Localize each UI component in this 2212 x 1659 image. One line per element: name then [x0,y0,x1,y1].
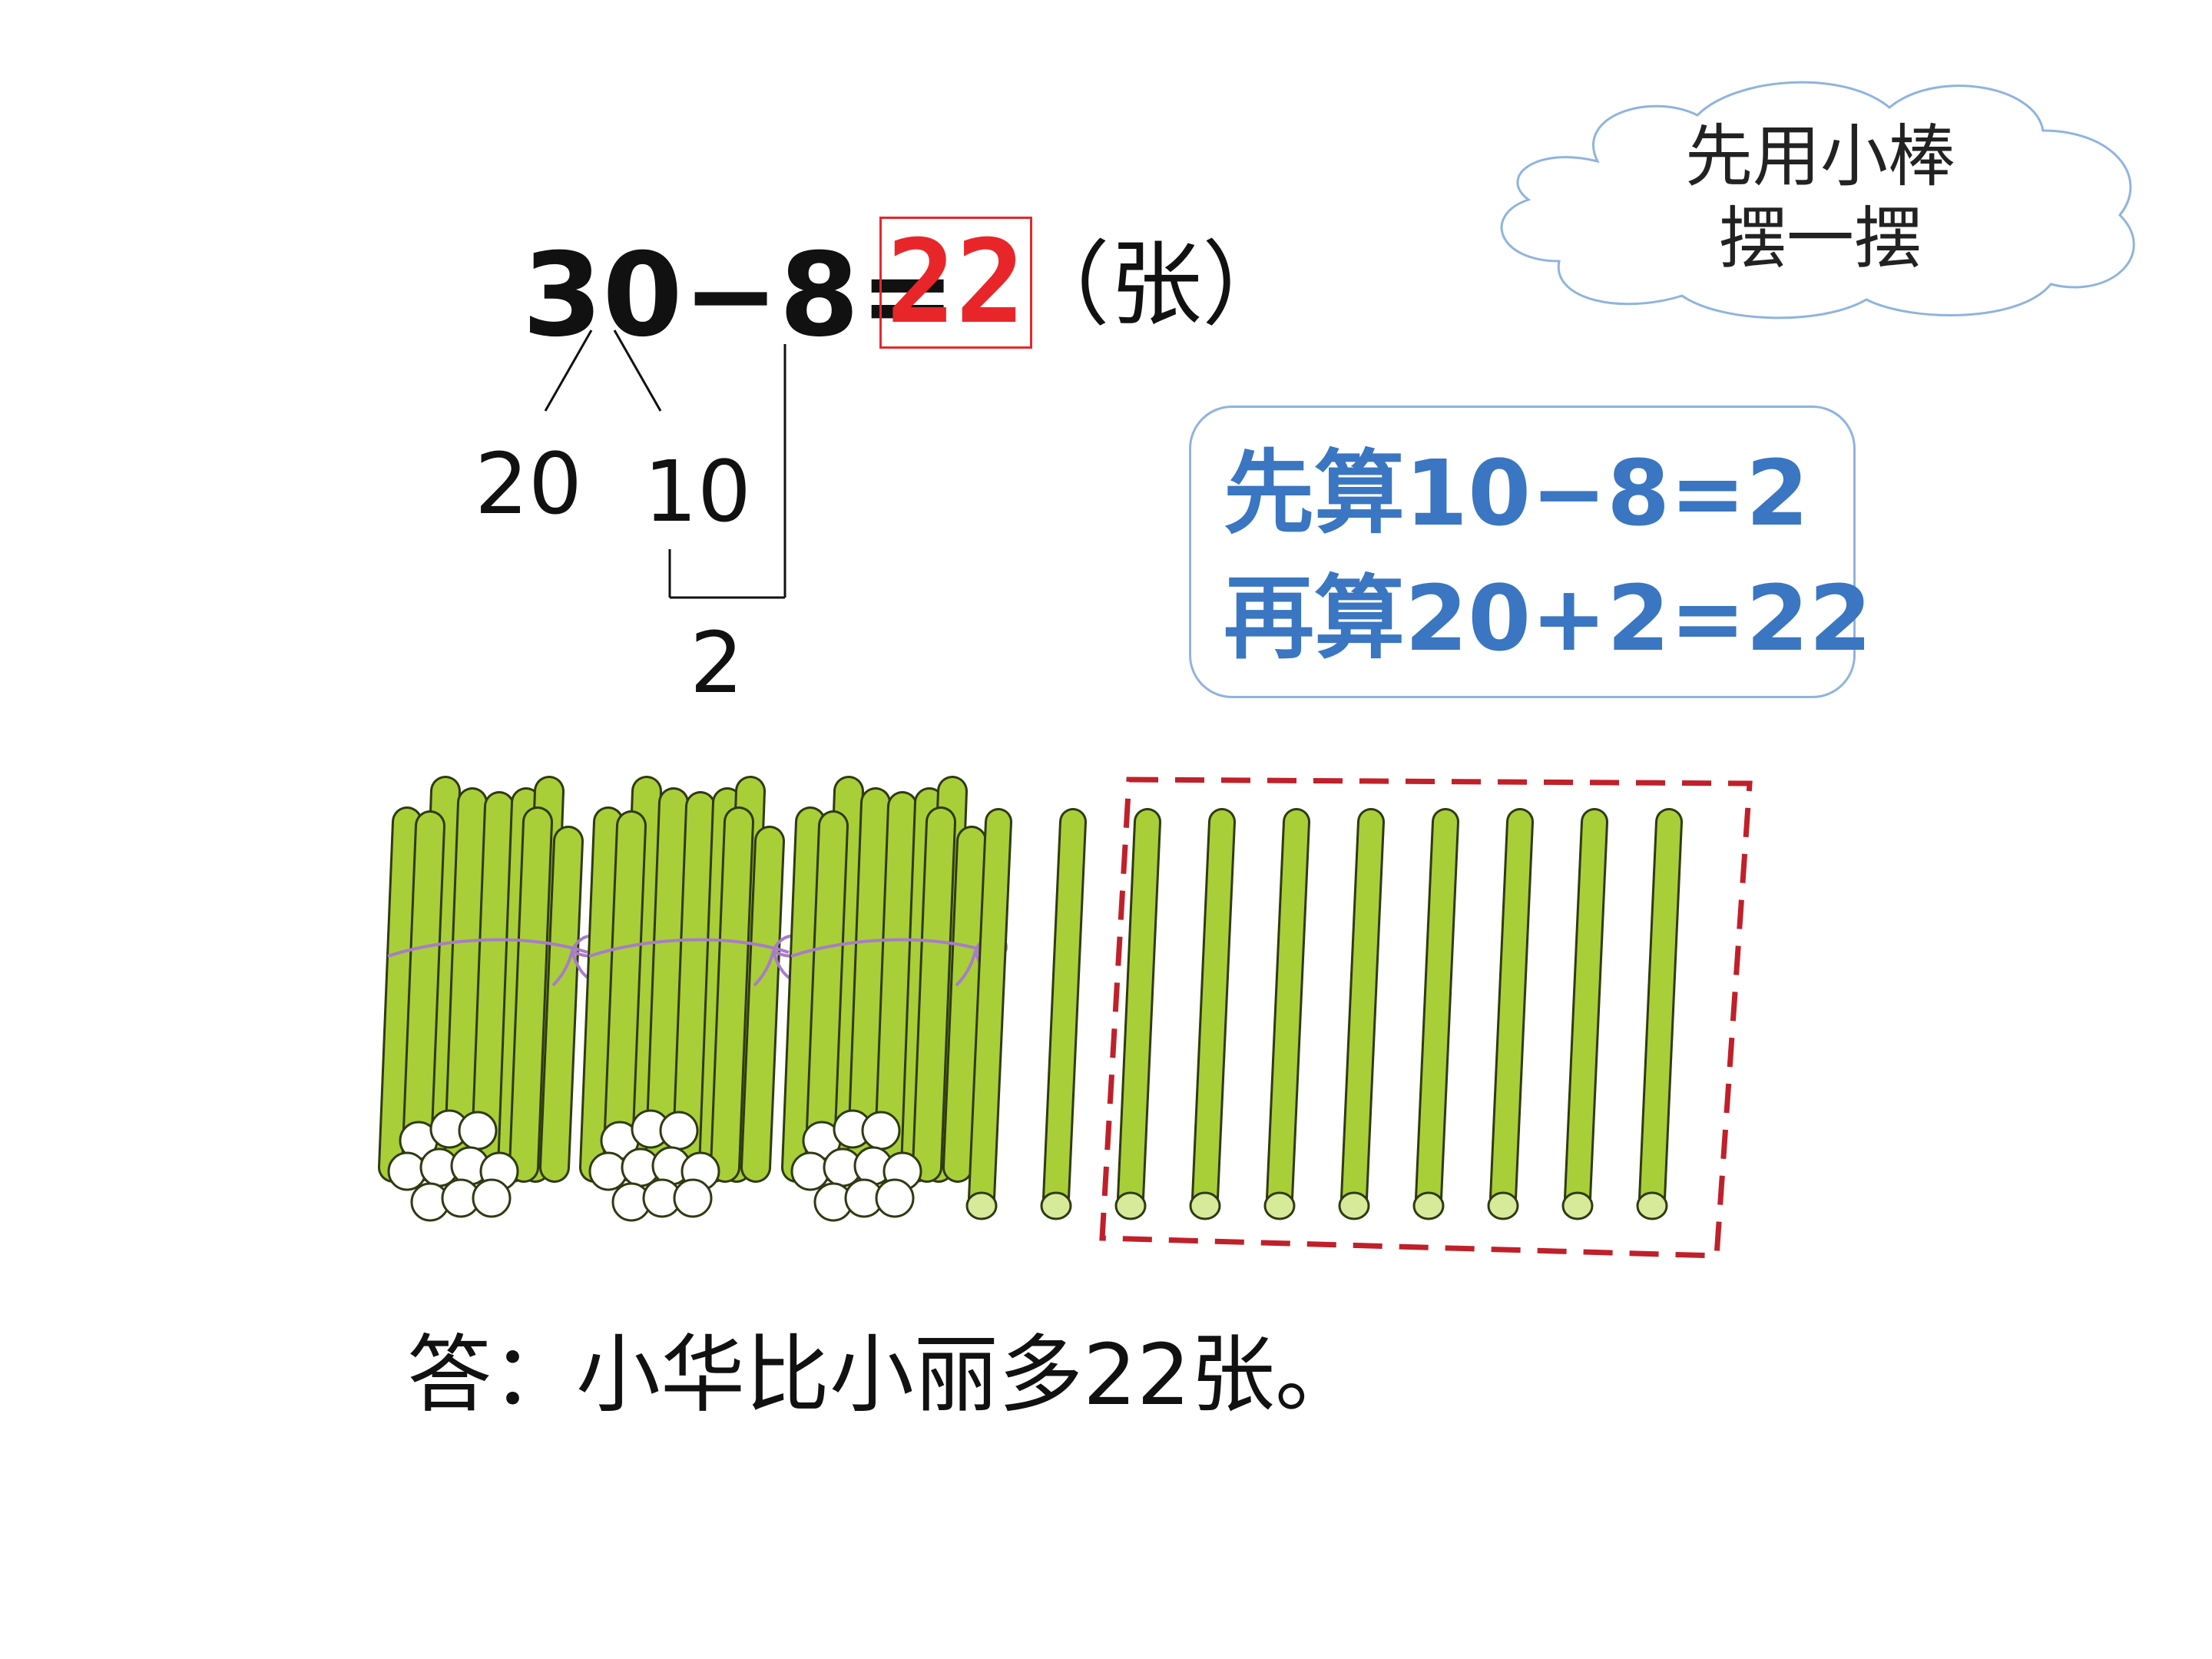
bundle-stick-end [861,1111,901,1151]
hint-line-1: 先算10−8=2 [1224,440,1810,546]
bundle-stick [743,828,783,1181]
bundle-stick [783,809,823,1181]
bundle-stick [806,813,846,1181]
loose-stick-end [1561,1191,1594,1220]
loose-stick [1566,810,1606,1210]
sticks-illustration [378,776,1753,1259]
equation-result-box: 22 [879,217,1032,349]
bundle-stick [604,813,644,1181]
bundle-stick [541,828,581,1181]
bundle-stick [945,828,985,1181]
bundle-stick-end [387,1151,427,1191]
cloud-shape [1500,81,2135,320]
equation-expression: 30−8= [522,229,956,363]
bundle-stick-end [673,1178,713,1218]
loose-stick-end [1114,1191,1147,1220]
loose-stick-end [1040,1191,1072,1220]
bundle-stick [712,809,752,1181]
loose-stick-end [1263,1191,1296,1220]
part-b: 10 [644,442,751,541]
bundle-stick [511,809,551,1181]
bundle-string [387,938,588,958]
bundle-stick [581,809,621,1181]
bundle-stick-end [875,1178,915,1218]
bundle-stick-end [458,1111,498,1151]
loose-stick-end [1412,1191,1445,1220]
equation-unit: （张） [1018,232,1294,339]
loose-stick [1119,810,1159,1210]
cloud-line-1: 先用小棒 [1684,117,1955,196]
bundle-stick-end [790,1151,830,1191]
bundle-string [588,938,790,958]
bundle-stick [876,793,916,1181]
difference: 2 [690,614,743,712]
loose-stick [1194,810,1233,1210]
decomposition-lines [544,329,786,599]
loose-stick [1045,810,1084,1210]
hint-box: 先算10−8=2 再算20+2=22 [1189,406,1872,698]
loose-stick [970,810,1010,1210]
bundle-stick-end [472,1178,512,1218]
bundle-stick-end [588,1151,628,1191]
thought-cloud: 先用小棒 摆一摆 [1482,69,2158,323]
bundle-stick [647,790,687,1181]
loose-stick-end [1487,1191,1519,1220]
loose-stick [1343,810,1382,1210]
loose-stick-end [965,1191,998,1220]
loose-stick [1417,810,1457,1210]
hint-line-2: 再算20+2=22 [1224,565,1873,671]
bundle-stick [472,793,512,1181]
bundle-stick [380,809,420,1181]
cloud-line-2: 摆一摆 [1718,199,1922,279]
loose-stick-end [1636,1191,1668,1220]
bundle-string [790,938,992,958]
loose-stick [1268,810,1308,1210]
bundle-stick [445,790,485,1181]
bundle-stick [914,809,954,1181]
loose-stick [1492,810,1532,1210]
loose-stick-end [1338,1191,1370,1220]
answer-sentence: 答：小华比小丽多22张。 [407,1326,1359,1424]
bundle-stick-end [659,1111,699,1151]
subtracted-sticks-box [1099,777,1753,1259]
bundle-stick [674,793,714,1181]
bundle-stick [849,790,889,1181]
loose-stick [1641,810,1681,1210]
bundle-stick [403,813,443,1181]
part-a: 20 [475,435,582,533]
loose-stick-end [1189,1191,1221,1220]
